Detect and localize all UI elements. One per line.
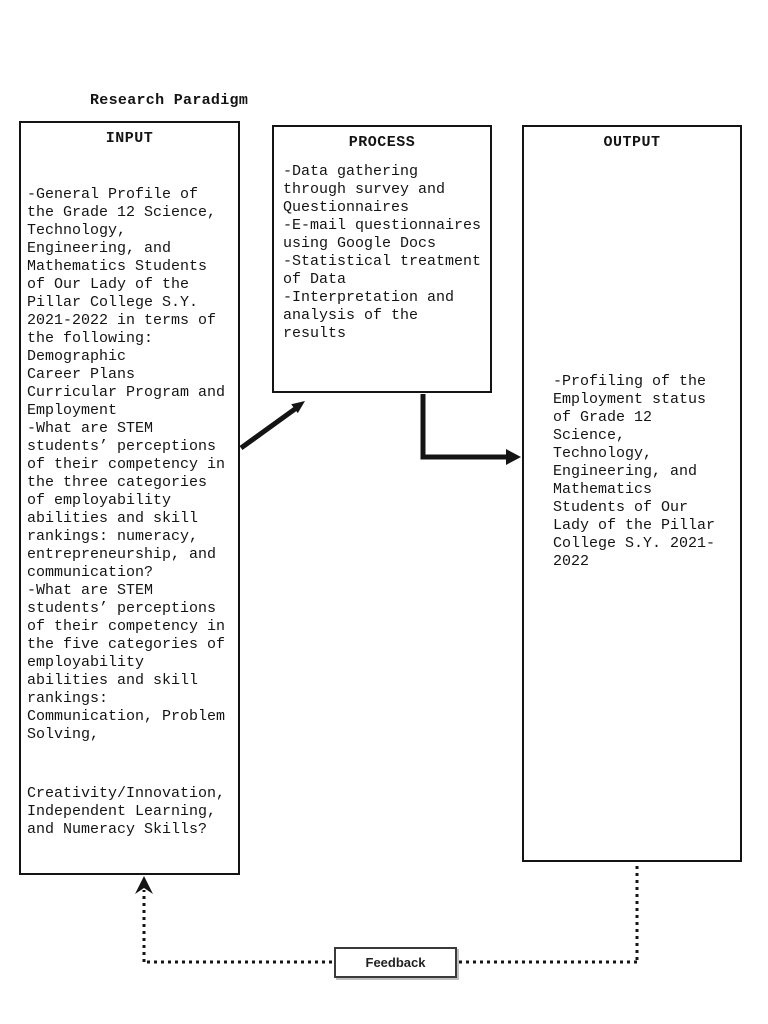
input-to-process-arrow	[239, 401, 305, 451]
input-box-paragraph-2: Creativity/Innovation, Independent Learn…	[27, 785, 226, 838]
process-box: PROCESS -Data gathering through survey a…	[272, 125, 492, 393]
process-to-output-arrow	[420, 394, 521, 465]
input-box-paragraph-1: -General Profile of the Grade 12 Science…	[27, 186, 226, 743]
process-box-header: PROCESS	[348, 134, 416, 151]
feedback-up-arrowhead	[135, 876, 153, 894]
input-box: INPUT -General Profile of the Grade 12 S…	[19, 121, 240, 875]
output-box-header: OUTPUT	[603, 134, 661, 151]
input-box-text: -General Profile of the Grade 12 Science…	[27, 150, 236, 875]
output-box: OUTPUT -Profiling of the Employment stat…	[522, 125, 742, 862]
page-title: Research Paradigm	[90, 92, 249, 109]
input-box-header: INPUT	[105, 130, 154, 147]
process-box-text: -Data gathering through survey and Quest…	[283, 163, 482, 342]
feedback-box: Feedback	[334, 947, 457, 978]
feedback-label: Feedback	[365, 955, 426, 970]
output-box-text: -Profiling of the Employment status of G…	[553, 373, 716, 570]
